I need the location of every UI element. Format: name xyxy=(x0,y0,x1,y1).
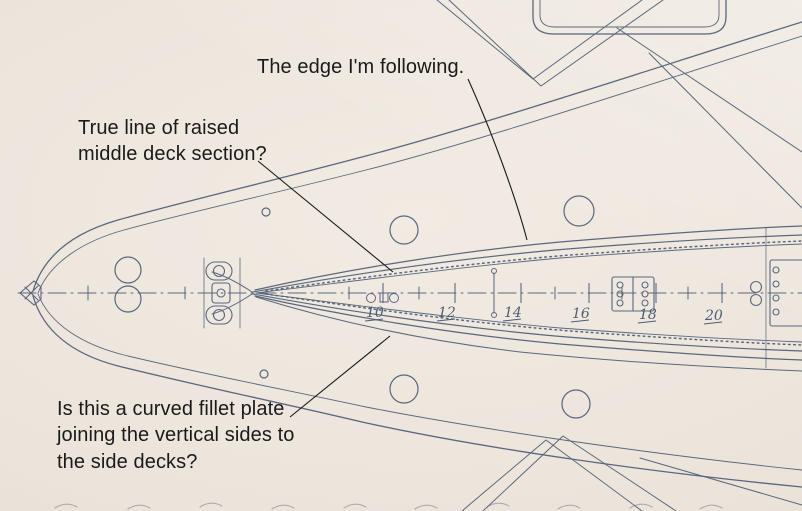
bow-hatch-lower xyxy=(114,285,142,313)
lower-diagonals xyxy=(461,435,802,511)
double-bollard-upper xyxy=(749,280,763,294)
aft-hatch-bolt xyxy=(772,280,780,288)
bow-tick xyxy=(83,285,93,301)
pin-top-circle xyxy=(491,268,497,274)
hatch-circle-mid-lower xyxy=(389,374,419,404)
annotation-text-line: Is this a curved fillet plate xyxy=(57,398,285,420)
hatch-bolt xyxy=(616,290,624,298)
hatch-bolt xyxy=(641,290,649,298)
leader-line-raised-deck-note xyxy=(257,160,394,273)
fillet-plate-curve xyxy=(255,296,802,372)
annotation-text: The edge I'm following. xyxy=(257,56,465,78)
station-underline xyxy=(570,319,590,323)
double-bollard-lower xyxy=(749,293,763,307)
annotation-leaders xyxy=(257,78,528,418)
small-deck-circle-upper xyxy=(261,207,271,217)
page-bottom-marks xyxy=(54,502,723,510)
engine-hatch xyxy=(611,276,655,312)
station-marks: 10 12 14 16 18 xyxy=(364,283,723,325)
station-mark-10: 10 xyxy=(364,283,384,322)
fitting-circle-a xyxy=(366,293,376,303)
station-number: 16 xyxy=(572,306,590,322)
deck-break-line-upper xyxy=(211,271,253,293)
hatch-circle-mid-upper xyxy=(389,215,419,245)
fitting-circle-b xyxy=(389,293,399,303)
deckhouse-outer xyxy=(532,0,727,35)
aft-hatch-outline xyxy=(769,259,802,327)
sheer-line-lower-outer xyxy=(32,295,802,488)
hatch-bolt xyxy=(641,281,649,289)
sheer-line-upper-inner xyxy=(37,35,802,294)
deck-break-line-lower xyxy=(211,293,253,315)
sheer-line-upper-outer xyxy=(32,21,802,292)
windlass-gypsy-upper xyxy=(212,264,226,278)
leader-line-edge-note xyxy=(467,78,528,241)
station-number: 20 xyxy=(704,308,723,324)
station-mark-14: 14 xyxy=(502,283,522,322)
centreline-group xyxy=(17,285,802,301)
aft-hatch-bolt xyxy=(772,308,780,316)
annotation-text-line: True line of raised xyxy=(78,117,240,139)
pin-bottom-circle xyxy=(491,312,497,318)
windlass-gypsy-lower xyxy=(212,308,226,322)
station-number: 18 xyxy=(639,307,657,323)
windlass-fittings xyxy=(203,257,241,329)
windlass-drum-upper xyxy=(205,261,233,281)
hatch-bolt xyxy=(616,281,624,289)
hatch-bolt xyxy=(616,299,624,307)
raised-deck-rivet-line-upper xyxy=(265,240,802,292)
station-number: 12 xyxy=(438,305,456,321)
windlass-center-circle xyxy=(216,288,226,298)
hatch-bolt xyxy=(641,299,649,307)
station-underline xyxy=(502,318,522,322)
sheer-line-lower-inner xyxy=(37,293,802,471)
bow-hatch-upper xyxy=(114,256,142,284)
deck-hatches xyxy=(114,195,595,419)
plan-linework xyxy=(17,0,802,511)
raised-deck-flange-upper xyxy=(254,225,802,291)
raised-deck-edge-upper xyxy=(252,234,802,293)
aft-fittings xyxy=(749,227,802,369)
station-underline xyxy=(637,320,657,324)
windlass-drum-lower xyxy=(205,305,233,325)
diagonal-construction-lines xyxy=(436,0,802,511)
raised-deck-inner-upper xyxy=(255,243,802,294)
station-underline xyxy=(364,318,384,322)
hatch-circle-aft-upper xyxy=(563,195,595,227)
aft-hatch-bolt xyxy=(772,266,780,274)
deckhouse-outline xyxy=(532,0,727,35)
aft-hatch-bolt xyxy=(772,294,780,302)
upper-diagonals xyxy=(436,0,802,209)
raised-deck-rivet-line-lower xyxy=(265,293,802,346)
station-number: 10 xyxy=(366,305,384,321)
hatch-circle-aft-lower xyxy=(561,389,591,419)
centreline-fittings xyxy=(366,268,497,318)
annotation-text-line: middle deck section? xyxy=(78,143,267,166)
station-mark-16: 16 xyxy=(570,283,590,323)
hull-outline xyxy=(32,21,802,488)
station-underline xyxy=(703,321,723,325)
half-station-ticks xyxy=(348,286,689,300)
station-mark-12: 12 xyxy=(436,283,456,322)
station-mark-20: 20 xyxy=(703,283,723,325)
station-number: 14 xyxy=(504,305,522,321)
raised-middle-deck xyxy=(211,225,802,372)
fitting-square xyxy=(379,292,389,303)
annotation-fillet-note: Is this a curved fillet plate joining th… xyxy=(57,396,294,475)
annotation-text-line: joining the vertical sides to xyxy=(57,424,295,447)
annotation-text-line: the side decks? xyxy=(57,450,198,473)
raised-deck-inner-lower xyxy=(255,292,802,343)
raised-deck-flange-lower xyxy=(254,295,802,361)
annotation-edge-note: The edge I'm following. xyxy=(257,54,464,80)
station-underline xyxy=(436,318,456,322)
station-mark-18: 18 xyxy=(637,283,657,324)
small-deck-circle-lower xyxy=(259,369,269,379)
raised-deck-edge-lower xyxy=(252,293,802,352)
windlass-center-block xyxy=(211,282,231,304)
deckhouse-inner xyxy=(539,0,720,28)
annotation-raised-deck-note: True line of raised middle deck section? xyxy=(78,115,267,168)
leader-line-fillet-note xyxy=(289,335,391,418)
